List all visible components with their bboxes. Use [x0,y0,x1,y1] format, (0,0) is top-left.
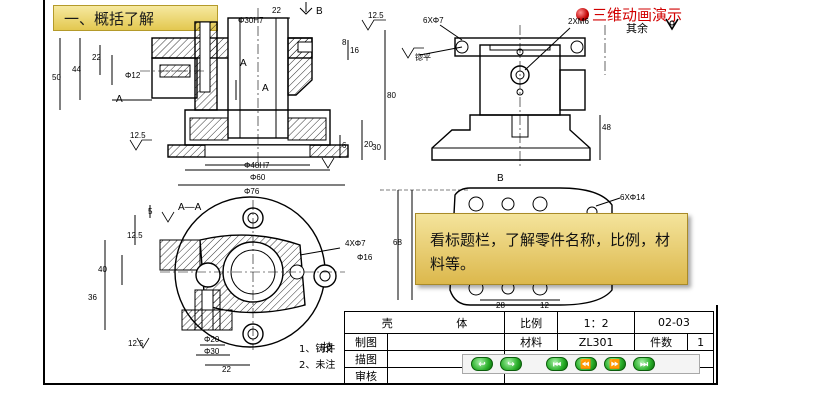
playback-nav-bar: ↩ ↪ ⏮ ⏪ ⏩ ⏭ [462,354,700,374]
instruction-callout: 看标题栏，了解零件名称，比例，材料等。 [415,213,688,285]
dim-12-5: 12.5 [127,231,143,240]
note-line-1: 1、铸件 [299,344,336,355]
dim-d30h7: Φ30H7 [238,16,264,25]
dim-8: 8 [342,38,347,47]
checked-label: 审核 [344,367,388,385]
drawn-label: 制图 [344,333,388,351]
drawn-value [387,333,505,351]
dim-28: 28 [496,301,505,310]
dim-36: 36 [88,293,97,302]
top-view-b [380,187,621,306]
section-mark-a2: A [262,83,269,94]
page-right-border [716,305,718,385]
section-title[interactable]: 一、概括了解 [53,5,218,31]
page-left-border [43,0,45,385]
material-value: ZL301 [557,333,635,351]
drawing-number: 02-03 [633,311,715,334]
dim-80: 80 [387,91,396,100]
dim-holes6: 6XΦ7 [423,16,444,25]
front-view [59,2,386,186]
dim-48: 48 [602,123,611,132]
tech-notes-heading: 技 [322,341,333,354]
section-mark-a1: A [240,58,247,69]
dim-holes6x14: 6XΦ14 [620,193,646,202]
part-name: 壳 体 [344,311,505,334]
brand-3d-demo-link[interactable]: 三维动画演示 [576,4,682,25]
ra-12-5-top: 12.5 [368,11,384,20]
return-button[interactable]: ↩ [471,357,493,371]
dim-40: 40 [98,265,107,274]
tech-notes: 1、铸件 2、未注 [299,342,335,374]
forward-button[interactable]: ↪ [500,357,522,371]
dim-6: 6 [342,141,347,150]
dim-2xm6: 2XM6 [568,17,589,26]
scale-label: 比例 [503,311,559,334]
front-view-label: A [116,94,123,105]
previous-button[interactable]: ⏪ [575,357,597,371]
roughness-note: 其余 [626,22,648,35]
section-a-a-view [104,196,345,366]
dim-16: 16 [350,46,359,55]
dim-12: 12 [540,301,549,310]
roughness-check-icon [665,18,679,31]
dim-22-bottom: 22 [222,365,231,374]
note-line-2: 2、未注 [299,360,336,371]
dim-holes4: 4XΦ7 [345,239,366,248]
material-label: 材料 [503,333,559,351]
dim-d76: Φ76 [244,187,260,196]
dim-20: 20 [364,140,373,149]
scale-value: 1：2 [557,311,635,334]
quantity-label: 件数 [633,333,689,351]
right-view [419,24,606,168]
record-orb-icon [576,8,589,21]
dim-d16: Φ16 [357,253,373,262]
next-button[interactable]: ⏩ [604,357,626,371]
traced-label: 描图 [344,350,388,368]
section-mark-b: B [316,6,323,17]
quantity-value: 1 [687,333,714,351]
top-view-label: B [497,173,504,184]
dim-22-left: 22 [92,53,101,62]
first-button[interactable]: ⏮ [546,357,568,371]
ra-12-5-front: 12.5 [130,131,146,140]
dim-d60: Φ60 [250,173,266,182]
dim-44: 44 [72,65,81,74]
dim-22: 22 [272,6,281,15]
last-button[interactable]: ⏭ [633,357,655,371]
dim-50: 50 [52,73,61,82]
dim-d48h7: Φ48H7 [244,161,270,170]
ra-12-5-section: 12.5 [128,339,144,348]
dim-68: 68 [393,238,402,247]
dim-30: 30 [372,143,381,152]
dim-d30: Φ30 [204,347,220,356]
brand-label: 三维动画演示 [592,6,683,24]
dim-sinkflat: 锪平 [415,52,431,62]
dim-d12: Φ12 [125,71,141,80]
dim-5: 5 [148,207,153,216]
dim-d20: Φ20 [204,335,220,344]
section-a-a-label: A—A [178,202,202,213]
